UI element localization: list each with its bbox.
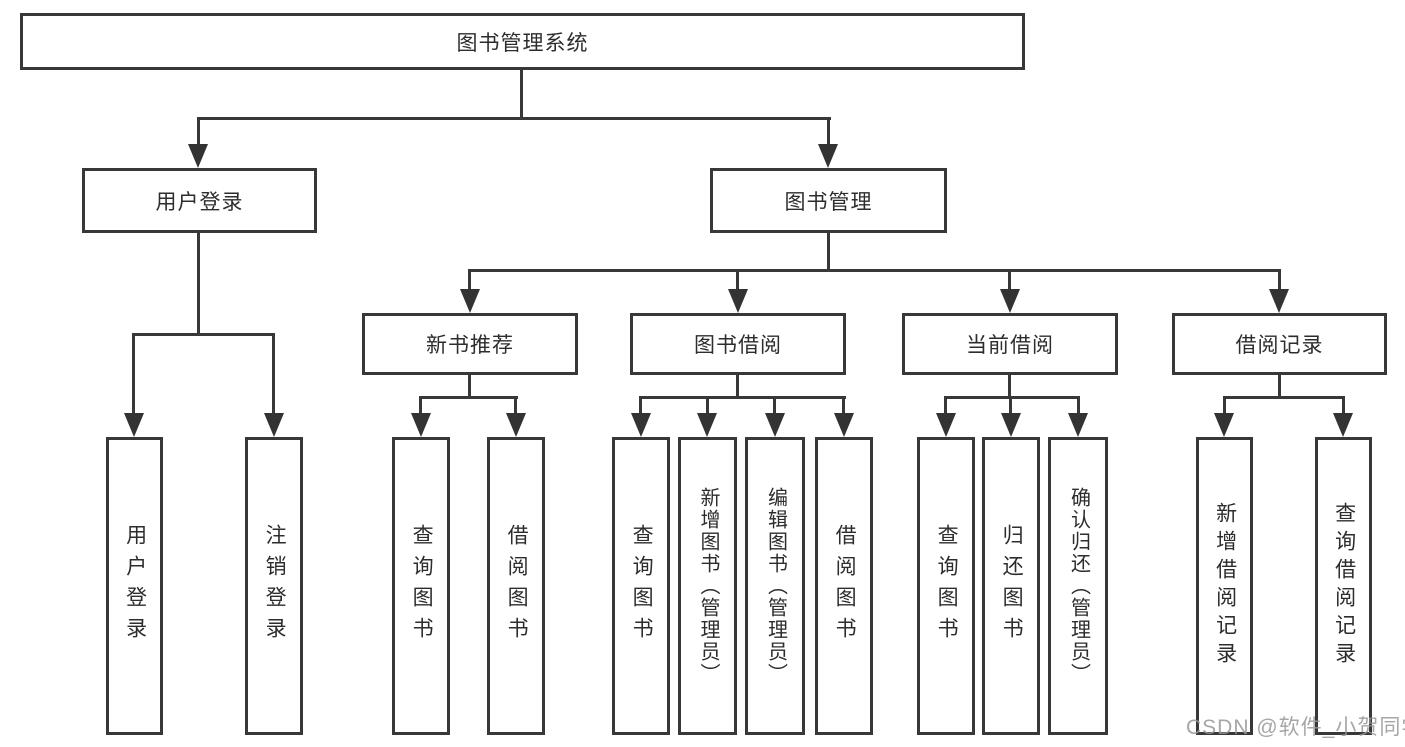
leaf-records-add-record: 新增借阅记录 [1196, 437, 1253, 735]
node-book-borrow: 图书借阅 [630, 313, 846, 375]
connector-root-trunk [520, 70, 523, 119]
connector-borrowrecords-trunk [1278, 374, 1281, 399]
arrow-down-icon [460, 289, 480, 313]
arrow-down-icon [264, 413, 284, 437]
connector-drop [1223, 396, 1226, 415]
leaf-recommend-borrow-books: 借阅图书 [487, 437, 545, 735]
leaf-label: 借阅图书 [505, 524, 529, 648]
connector-userlogin-trunk [197, 233, 200, 336]
connector-drop [639, 396, 642, 415]
connector-drop [1342, 396, 1345, 415]
leaf-label: 新增借阅记录 [1213, 502, 1237, 670]
arrow-down-icon [728, 289, 748, 313]
node-system-root: 图书管理系统 [20, 13, 1025, 70]
leaf-logout: 注销登录 [245, 437, 303, 735]
connector-drop-borrowrecords [1278, 269, 1281, 291]
connector-drop [842, 396, 845, 415]
arrow-down-icon [124, 413, 144, 437]
leaf-borrow-edit-books-admin: 编辑图书（管理员） [745, 437, 805, 735]
connector-drop-newbook [468, 269, 471, 291]
arrow-down-icon [1000, 289, 1020, 313]
node-book-management: 图书管理 [710, 168, 947, 233]
connector-drop [514, 396, 517, 415]
leaf-borrow-add-books-admin: 新增图书（管理员） [678, 437, 737, 735]
connector-userlogin-hbar [132, 333, 275, 336]
connector-drop [944, 396, 947, 415]
leaf-current-confirm-return-admin: 确认归还（管理员） [1048, 437, 1108, 735]
leaf-label: 确认归还（管理员） [1067, 487, 1090, 685]
leaf-label: 新增图书（管理员） [697, 487, 719, 685]
connector-root-hbar [197, 117, 831, 120]
connector-currentborrow-trunk [1008, 374, 1011, 399]
leaf-user-login: 用户登录 [106, 437, 163, 735]
arrow-down-icon [188, 144, 208, 168]
leaf-label: 编辑图书（管理员） [764, 487, 787, 685]
connector-drop [773, 396, 776, 415]
connector-drop-book-management [827, 117, 830, 146]
leaf-recommend-query-books: 查询图书 [392, 437, 450, 735]
leaf-label: 查询图书 [935, 524, 959, 648]
leaf-label: 查询图书 [410, 524, 434, 648]
connector-bookborrow-trunk [736, 374, 739, 399]
leaf-label: 注销登录 [263, 524, 287, 648]
arrow-down-icon [1269, 289, 1289, 313]
node-borrow-records: 借阅记录 [1172, 313, 1387, 375]
connector-drop-currentborrow [1008, 269, 1011, 291]
connector-bookmgmt-trunk [827, 233, 830, 272]
node-current-borrow: 当前借阅 [902, 313, 1118, 375]
connector-currentborrow-hbar [944, 396, 1080, 399]
leaf-label: 用户登录 [123, 524, 147, 648]
connector-bookmgmt-hbar [468, 269, 1281, 272]
leaf-label: 查询借阅记录 [1332, 502, 1356, 670]
arrow-down-icon [1001, 413, 1021, 437]
connector-drop [419, 396, 422, 415]
arrow-down-icon [697, 413, 717, 437]
leaf-label: 归还图书 [1000, 524, 1024, 648]
arrow-down-icon [936, 413, 956, 437]
arrow-down-icon [1333, 413, 1353, 437]
arrow-down-icon [834, 413, 854, 437]
node-new-book-recommend: 新书推荐 [362, 313, 578, 375]
connector-drop-user-login [197, 117, 200, 146]
connector-drop-logout-leaf [272, 333, 275, 414]
arrow-down-icon [1214, 413, 1234, 437]
csdn-watermark: CSDN @软件_小贺同学 [1186, 716, 1405, 739]
arrow-down-icon [818, 144, 838, 168]
connector-borrowrecords-hbar [1223, 396, 1345, 399]
connector-drop [706, 396, 709, 415]
leaf-borrow-query-books: 查询图书 [612, 437, 670, 735]
arrow-down-icon [1068, 413, 1088, 437]
connector-drop-login-leaf [132, 333, 135, 414]
connector-newbook-trunk [468, 374, 471, 399]
leaf-current-query-books: 查询图书 [917, 437, 975, 735]
arrow-down-icon [631, 413, 651, 437]
arrow-down-icon [765, 413, 785, 437]
connector-bookborrow-hbar [639, 396, 846, 399]
leaf-borrow-borrow-books: 借阅图书 [815, 437, 873, 735]
connector-drop-bookborrow [736, 269, 739, 291]
leaf-label: 查询图书 [630, 524, 654, 648]
arrow-down-icon [506, 413, 526, 437]
connector-drop [1009, 396, 1012, 415]
leaf-current-return-books: 归还图书 [982, 437, 1040, 735]
connector-newbook-hbar [419, 396, 518, 399]
node-user-login: 用户登录 [82, 168, 317, 233]
arrow-down-icon [411, 413, 431, 437]
leaf-label: 借阅图书 [833, 524, 857, 648]
leaf-records-query-record: 查询借阅记录 [1315, 437, 1372, 735]
connector-drop [1077, 396, 1080, 415]
